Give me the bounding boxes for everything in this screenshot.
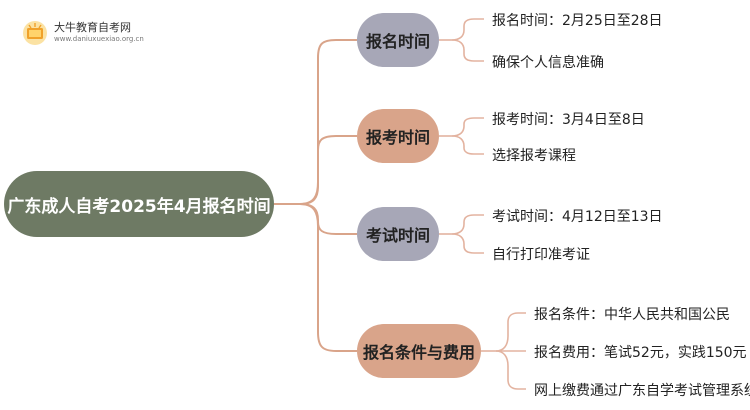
site-logo[interactable]: 大牛教育自考网 www.daniuxuexiao.org.cn: [20, 18, 144, 48]
branch-node-exam-time: 考试时间: [357, 207, 439, 261]
connector-b4-leaf-3: [495, 350, 526, 390]
root-node: 广东成人自考2025年4月报名时间: [4, 171, 274, 237]
connector-b2-leaf-1: [451, 117, 484, 137]
logo-title: 大牛教育自考网: [54, 21, 131, 34]
branch-label: 报名条件与费用: [362, 343, 475, 362]
root-label: 广东成人自考2025年4月报名时间: [7, 196, 271, 217]
leaf-text: 报名条件：中华人民共和国公民: [534, 307, 730, 323]
branch-label: 报考时间: [365, 128, 430, 147]
connector-b1-leaf-2: [451, 39, 484, 62]
connector-b2-leaf-2: [451, 135, 484, 155]
branch-node-conditions-and-fees: 报名条件与费用: [357, 324, 481, 378]
branch-node-registration-time: 报名时间: [357, 13, 439, 67]
connector-root-branch-1: [274, 39, 357, 205]
leaf-text: 确保个人信息准确: [492, 55, 604, 71]
branch-label: 报名时间: [365, 32, 430, 51]
leaf-text: 网上缴费通过广东自学考试管理系统: [534, 383, 750, 399]
branch-label: 考试时间: [365, 226, 430, 245]
connector-b1-leaf-1: [451, 18, 484, 41]
connector-b3-leaf-1: [451, 214, 484, 235]
connector-root-branch-3: [299, 203, 357, 235]
connector-b3-leaf-2: [451, 233, 484, 254]
leaf-text: 报名费用：笔试52元，实践150元: [534, 345, 747, 361]
leaf-text: 自行打印准考证: [492, 247, 590, 263]
connector-root-branch-2: [299, 135, 357, 205]
leaf-text: 考试时间：4月12日至13日: [492, 209, 663, 225]
connector-b4-leaf-1: [495, 312, 526, 352]
leaf-text: 报名时间：2月25日至28日: [492, 13, 663, 29]
book-icon: [23, 21, 47, 45]
leaf-text: 报考时间：3月4日至8日: [492, 112, 645, 128]
leaf-text: 选择报考课程: [492, 148, 576, 164]
branch-node-exam-application-time: 报考时间: [357, 109, 439, 163]
connector-root-branch-4: [299, 203, 357, 352]
logo-url: www.daniuxuexiao.org.cn: [54, 35, 144, 43]
